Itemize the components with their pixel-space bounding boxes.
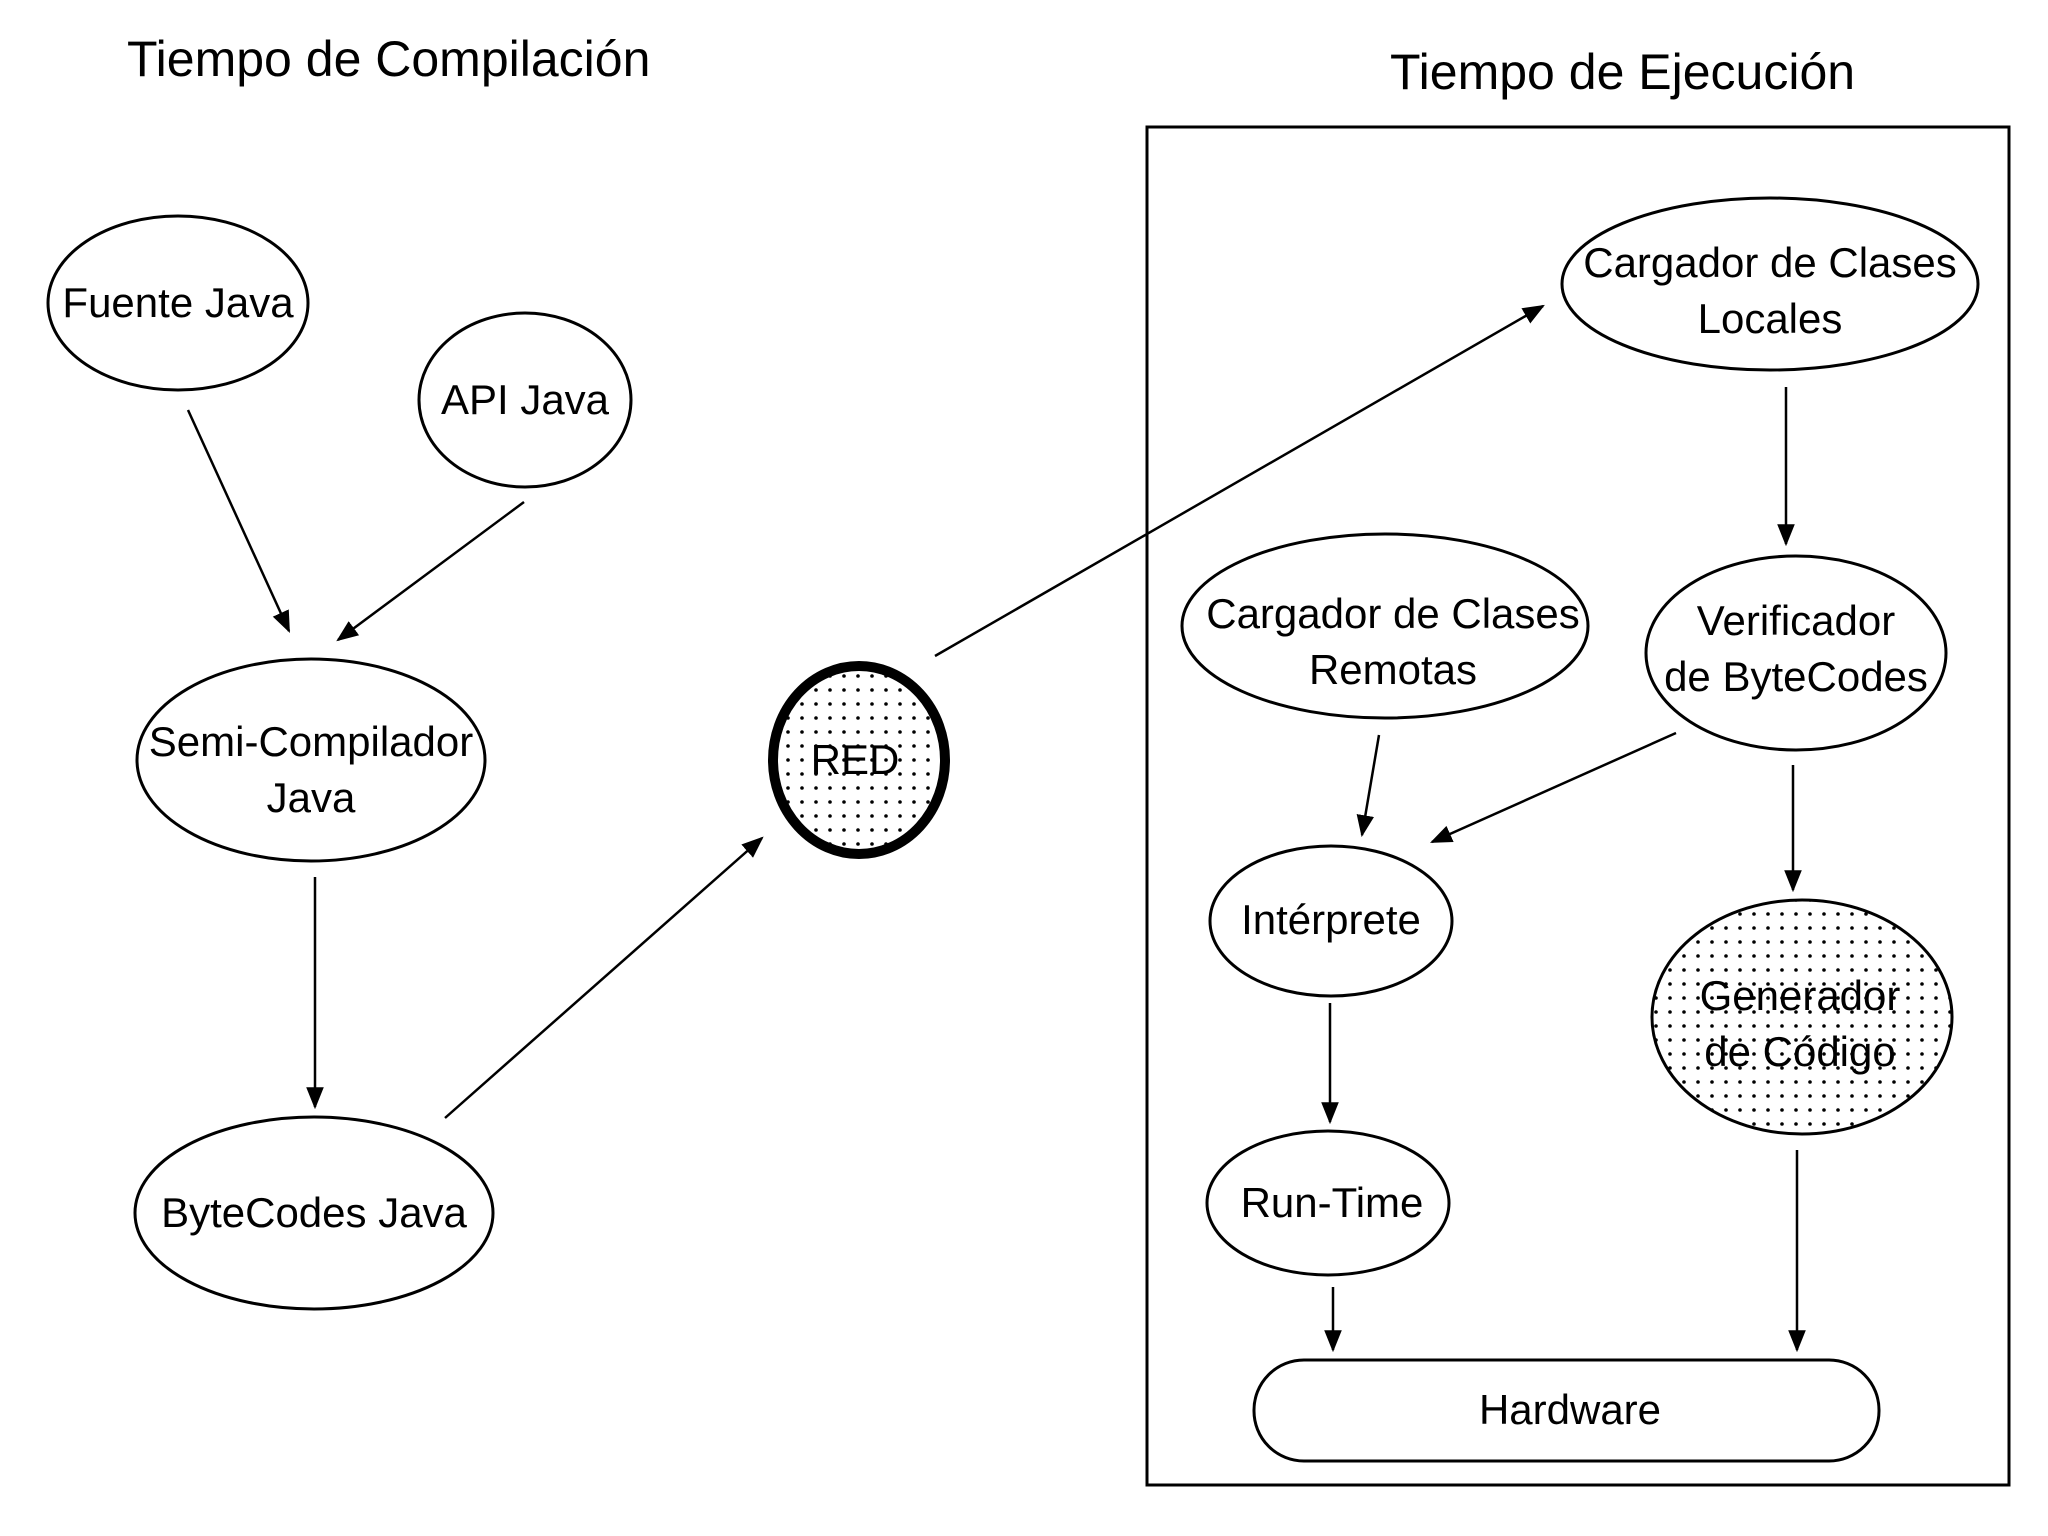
edge-bytecodes-to-red [444, 836, 764, 1119]
hardware-node [1252, 1358, 1881, 1463]
api-java-node [417, 311, 633, 489]
red-node-fill [773, 666, 945, 854]
interprete-node [1208, 844, 1454, 998]
run-time-boundary [1145, 125, 2011, 1487]
red-label: RED [811, 736, 900, 783]
hardware-label: Hardware [1479, 1386, 1661, 1433]
node-label-line: RED [811, 736, 900, 783]
node-label-line: Java [267, 774, 356, 821]
cargador-remotas-node [1180, 532, 1590, 720]
edge-red-to-cargador-locales [934, 304, 1545, 658]
node-label-line: de ByteCodes [1664, 653, 1928, 700]
interprete-label: Intérprete [1241, 896, 1421, 943]
node-label-line: Verificador [1697, 597, 1895, 644]
generador-node-fill [1652, 900, 1952, 1134]
edge-api-to-semicompilador [336, 500, 525, 642]
run-time-label: Run-Time [1241, 1179, 1424, 1226]
cargador-locales-node [1560, 196, 1980, 372]
node-label-line: Run-Time [1241, 1179, 1424, 1226]
fuente-java-label: Fuente Java [62, 279, 294, 326]
node-label-line: Cargador de Clases [1583, 239, 1957, 286]
node-label-line: de Código [1704, 1028, 1895, 1075]
node-label-line: Remotas [1309, 646, 1477, 693]
bytecodes-java-label: ByteCodes Java [161, 1189, 467, 1236]
semi-compilador-node [135, 657, 487, 863]
generador-node [1650, 898, 1954, 1136]
node-label-line: ByteCodes Java [161, 1189, 467, 1236]
generador-label: Generador de Código [1700, 972, 1901, 1075]
node-label-line: Fuente Java [62, 279, 294, 326]
run-time-title: Tiempo de Ejecución [1390, 44, 1856, 100]
edge-verificador-to-interprete [1429, 731, 1677, 844]
verificador-node [1644, 554, 1948, 752]
node-label-line: Locales [1698, 295, 1843, 342]
node-label-line: Generador [1700, 972, 1901, 1019]
node-label-line: Cargador de Clases [1206, 590, 1580, 637]
bytecodes-java-node [133, 1115, 495, 1311]
red-node [768, 661, 950, 859]
node-label-line: Intérprete [1241, 896, 1421, 943]
edge-fuente-to-semicompilador [186, 409, 291, 634]
fuente-java-node [46, 214, 310, 392]
node-label-line: Hardware [1479, 1386, 1661, 1433]
api-java-label: API Java [441, 376, 610, 423]
verificador-label: Verificador de ByteCodes [1664, 597, 1928, 700]
node-label-line: Semi-Compilador [149, 718, 473, 765]
node-label-line: API Java [441, 376, 610, 423]
run-time-node [1205, 1129, 1451, 1277]
compile-time-title: Tiempo de Compilación [127, 31, 651, 87]
edge-cargador-remotas-to-interprete [1356, 734, 1381, 838]
